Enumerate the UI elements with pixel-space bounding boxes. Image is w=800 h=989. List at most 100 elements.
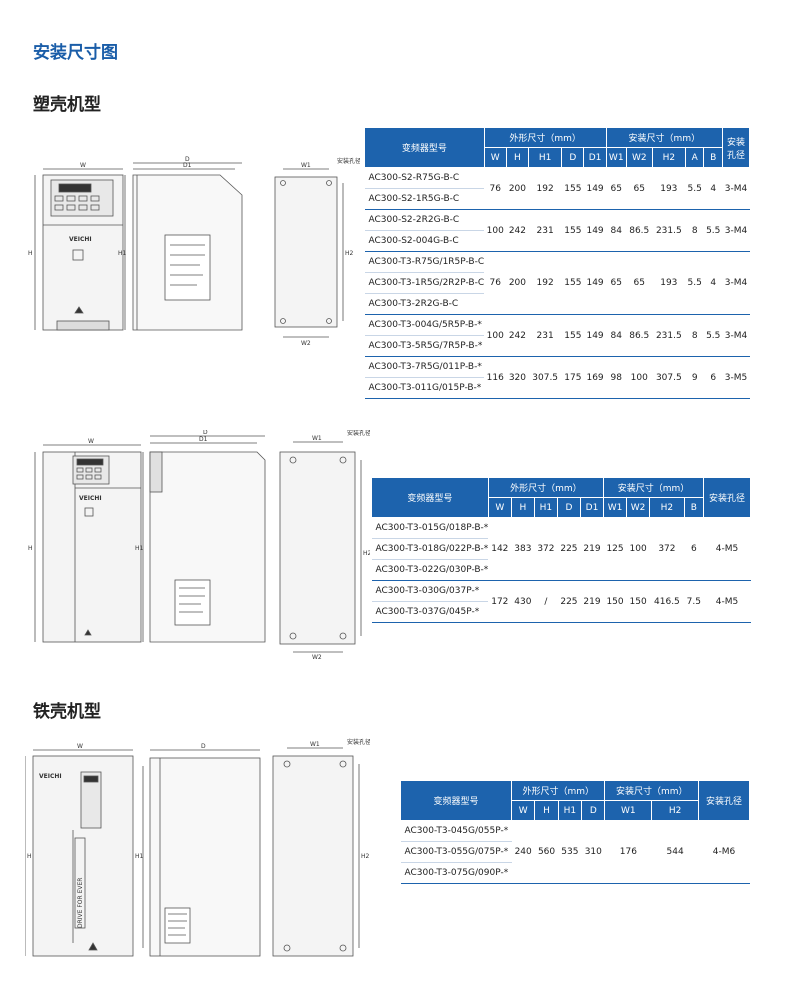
value-cell: 192 xyxy=(528,251,562,315)
value-cell: 98 xyxy=(606,356,627,399)
value-cell: 65 xyxy=(606,167,627,210)
value-cell: 3-M4 xyxy=(722,167,750,210)
col-w: W xyxy=(510,800,536,821)
value-cell: 200 xyxy=(506,167,529,210)
value-cell: 242 xyxy=(506,209,529,252)
value-cell: 560 xyxy=(534,820,559,884)
table-row: AC300-S2-1R5G-B-C xyxy=(364,188,750,210)
dim-label-d1: D1 xyxy=(183,162,192,169)
value-cell: / xyxy=(534,580,558,623)
value-cell: 65 xyxy=(626,167,653,210)
value-cell: 383 xyxy=(511,517,535,581)
dim-label-d: D xyxy=(203,430,208,436)
value-cell: 84 xyxy=(606,209,627,252)
value-cell: 125 xyxy=(603,517,627,581)
dim-label-h2: H2 xyxy=(363,550,370,557)
table-row: AC300-T3-055G/075P-* xyxy=(400,841,750,863)
value-cell: 430 xyxy=(511,580,535,623)
value-cell: 175 xyxy=(561,356,584,399)
col-h1: H1 xyxy=(533,497,558,518)
table-row: AC300-T3-2R2G-B-C xyxy=(364,293,750,315)
col-h1: H1 xyxy=(557,800,583,821)
value-cell: 4 xyxy=(703,251,723,315)
col-d: D xyxy=(561,147,585,168)
value-cell: 76 xyxy=(484,251,507,315)
value-cell: 100 xyxy=(484,209,507,252)
col-b: B xyxy=(683,497,705,518)
slogan-text: DRIVE FOR EVER xyxy=(77,878,84,928)
value-cell: 155 xyxy=(561,314,584,357)
dim-label-h1: H1 xyxy=(135,853,144,860)
col-b: B xyxy=(703,147,723,168)
section-title-iron: 铁壳机型 xyxy=(33,702,101,722)
value-cell: 544 xyxy=(651,820,699,884)
dim-label-h2: H2 xyxy=(345,250,354,257)
dim-label-h1: H1 xyxy=(135,545,144,552)
col-w1: W1 xyxy=(605,147,627,168)
model-cell: AC300-T3-015G/018P-B-* xyxy=(371,517,489,539)
brand-logo: VEICHI xyxy=(79,495,102,502)
value-cell: 169 xyxy=(583,356,607,399)
value-cell: 76 xyxy=(484,167,507,210)
value-cell: 192 xyxy=(528,167,562,210)
value-cell: 8 xyxy=(685,314,704,357)
col-w2: W2 xyxy=(626,497,651,518)
table-row: AC300-S2-004G-B-C xyxy=(364,230,750,252)
value-cell: 155 xyxy=(561,251,584,315)
dim-label-h2: H2 xyxy=(361,853,370,860)
value-cell: 100 xyxy=(626,356,653,399)
value-cell: 535 xyxy=(558,820,582,884)
value-cell: 225 xyxy=(557,517,581,581)
table-row: AC300-T3-037G/045P-* xyxy=(371,601,751,623)
value-cell: 3-M5 xyxy=(722,356,750,399)
model-cell: AC300-T3-5R5G/7R5P-B-* xyxy=(364,335,485,357)
dim-label-hole: 安装孔径 xyxy=(347,738,370,746)
model-cell: AC300-S2-R75G-B-C xyxy=(364,167,485,189)
model-cell: AC300-S2-1R5G-B-C xyxy=(364,188,485,210)
value-cell: 149 xyxy=(583,314,607,357)
dim-label-w2: W2 xyxy=(301,340,311,347)
col-outer: 外形尺寸（mm） xyxy=(510,780,606,801)
col-d: D xyxy=(581,800,606,821)
value-cell: 3-M4 xyxy=(722,209,750,252)
value-cell: 231 xyxy=(528,209,562,252)
value-cell: 86.5 xyxy=(626,314,653,357)
dim-label-d: D xyxy=(185,156,190,163)
brand-logo: VEICHI xyxy=(39,773,62,780)
value-cell: 231.5 xyxy=(652,314,686,357)
col-model: 变频器型号 xyxy=(364,127,485,168)
drawing-plastic-large: W H H1 D D1 W1 W2 H2 安装孔径 VEICHI xyxy=(25,430,370,660)
model-cell: AC300-T3-045G/055P-* xyxy=(400,820,512,842)
model-cell: AC300-T3-055G/075P-* xyxy=(400,841,512,863)
model-cell: AC300-T3-022G/030P-B-* xyxy=(371,559,489,581)
value-cell: 4-M6 xyxy=(698,820,750,884)
col-w1: W1 xyxy=(604,800,653,821)
table-row: AC300-T3-5R5G/7R5P-B-* xyxy=(364,335,750,357)
table-row: AC300-T3-1R5G/2R2P-B-C xyxy=(364,272,750,294)
value-cell: 86.5 xyxy=(626,209,653,252)
dim-label-w1: W1 xyxy=(301,162,311,169)
value-cell: 150 xyxy=(603,580,627,623)
col-install: 安装尺寸（mm） xyxy=(604,780,699,801)
value-cell: 219 xyxy=(580,580,604,623)
col-h2: H2 xyxy=(651,147,686,168)
value-cell: 193 xyxy=(652,251,686,315)
model-cell: AC300-T3-7R5G/011P-B-* xyxy=(364,356,485,378)
col-h2: H2 xyxy=(649,497,685,518)
value-cell: 5.5 xyxy=(703,314,723,357)
value-cell: 416.5 xyxy=(649,580,685,623)
value-cell: 149 xyxy=(583,209,607,252)
col-w1: W1 xyxy=(603,497,628,518)
value-cell: 142 xyxy=(488,517,512,581)
col-d1: D1 xyxy=(579,497,605,518)
value-cell: 231.5 xyxy=(652,209,686,252)
value-cell: 225 xyxy=(557,580,581,623)
section-title-plastic: 塑壳机型 xyxy=(33,95,101,115)
